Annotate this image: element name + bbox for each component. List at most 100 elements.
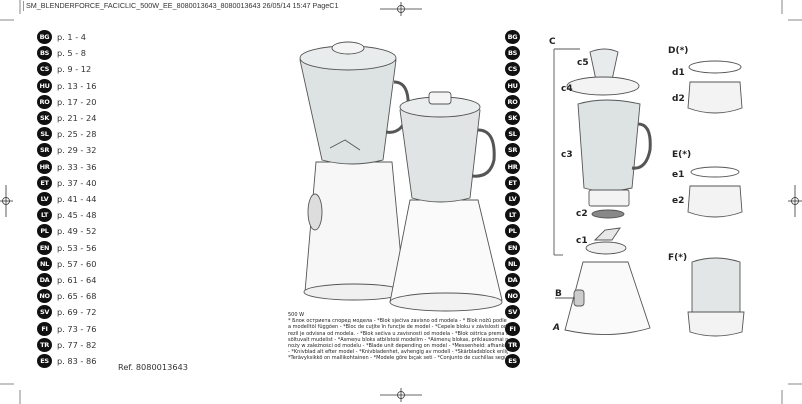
language-badge-bs: BS — [505, 46, 520, 61]
language-badge-da: DA — [505, 273, 520, 287]
language-badge-sv: SV — [505, 305, 520, 320]
part-label-d1: d1 — [672, 68, 685, 78]
page-range: p. 37 - 40 — [57, 177, 97, 188]
language-entry-da: DA p. 61 - 64 — [37, 273, 96, 287]
page-range: p. 49 - 52 — [57, 226, 97, 237]
language-badge: CS — [37, 62, 52, 77]
language-badge: LT — [505, 208, 520, 223]
page-range: p. 41 - 44 — [57, 194, 97, 204]
page-range: p. 53 - 56 — [57, 242, 97, 253]
registration-mark-left — [0, 185, 13, 217]
language-badge-bg: BG — [505, 30, 520, 44]
language-badge: PL — [37, 224, 52, 239]
page-range: p. 61 - 64 — [57, 275, 97, 285]
part-label-e1: e1 — [672, 170, 685, 180]
language-badge-tr: TR — [505, 337, 520, 352]
language-badge: EN — [37, 240, 52, 255]
language-badge: SK — [505, 111, 520, 125]
language-entry-sk: SK p. 21 - 24 — [37, 111, 96, 125]
part-label-B: B — [555, 289, 562, 299]
part-label-c3: c3 — [561, 150, 573, 160]
part-label-D: D(*) — [668, 46, 689, 56]
language-badge: DA — [37, 273, 52, 287]
language-badge-hu: HU — [505, 78, 520, 93]
page-range: p. 29 - 32 — [57, 145, 97, 156]
language-entry-et: ET p. 37 - 40 — [37, 175, 97, 190]
language-badge: SR — [505, 143, 520, 158]
language-badge: SK — [37, 111, 52, 125]
note-line: *Terävyksikkö on mallikohtainen - *Model… — [288, 355, 508, 362]
page-range: p. 73 - 76 — [57, 323, 97, 334]
language-badge-lt: LT — [505, 208, 520, 223]
note-line: * Блок остриета според модела - *Blok sj… — [288, 318, 508, 325]
page-range: p. 13 - 16 — [57, 80, 97, 91]
part-label-C: C — [549, 37, 556, 47]
language-badge: CS — [505, 62, 520, 77]
registration-mark-right — [788, 185, 802, 217]
language-badge-lv: LV — [505, 192, 520, 206]
page-range: p. 5 - 8 — [57, 48, 86, 59]
language-badge-hr: HR — [505, 159, 520, 174]
language-badge: ES — [505, 354, 520, 368]
language-entry-en: EN p. 53 - 56 — [37, 240, 97, 255]
reference-number: Ref. 8080013643 — [118, 362, 188, 372]
language-entry-bg: BG p. 1 - 4 — [37, 30, 86, 44]
language-badge: SL — [505, 127, 520, 142]
part-label-e2: e2 — [672, 196, 685, 206]
blender-illustration-front — [389, 91, 503, 312]
page-range: p. 69 - 72 — [57, 307, 97, 318]
language-badge: SR — [37, 143, 52, 158]
page-range: p. 45 - 48 — [57, 210, 97, 221]
part-label-A: A — [553, 323, 560, 333]
note-line: noży w zależności od modelu - *Blade uni… — [288, 343, 508, 350]
language-badge-pl: PL — [505, 224, 520, 239]
language-badge: NO — [37, 289, 52, 304]
language-badge: BS — [37, 46, 52, 61]
language-badge: NL — [505, 256, 520, 271]
language-badge: ET — [37, 175, 52, 190]
page-range: p. 9 - 12 — [57, 64, 92, 75]
language-badge-nl: NL — [505, 256, 520, 271]
language-badge-sr: SR — [505, 143, 520, 158]
language-badge: SV — [37, 305, 52, 320]
language-badge: ES — [37, 354, 52, 368]
language-entry-cs: CS p. 9 - 12 — [37, 62, 92, 77]
language-badge: FI — [505, 321, 520, 336]
print-header: SM_BLENDERFORCE_FACICLIC_500W_EE_8080013… — [23, 1, 338, 11]
language-badge: BS — [505, 46, 520, 61]
note-line: - *Knivblad alt efter model - *Knivblade… — [288, 349, 508, 356]
language-badge: SV — [505, 305, 520, 320]
blade-unit-note: 500 W * Блок остриета според модела - *B… — [288, 312, 508, 362]
note-line: a modelltől függően - *Bloc de cuţite în… — [288, 324, 508, 331]
language-badge: HR — [37, 159, 52, 174]
registration-mark-bottom — [380, 388, 422, 402]
language-badge: RO — [37, 94, 52, 109]
page-range: p. 25 - 28 — [57, 129, 97, 140]
language-badge: HU — [505, 78, 520, 93]
exploded-view-diagram — [553, 48, 745, 337]
page-range: p. 1 - 4 — [57, 32, 86, 42]
language-badge-cs: CS — [505, 62, 520, 77]
language-badge: BG — [37, 30, 52, 44]
part-label-d2: d2 — [672, 94, 685, 104]
language-badge: LT — [37, 208, 52, 223]
language-badge: HU — [37, 78, 52, 93]
page-range: p. 21 - 24 — [57, 113, 97, 123]
language-badge: TR — [37, 337, 52, 352]
part-label-c4: c4 — [561, 84, 573, 94]
page-range: p. 57 - 60 — [57, 258, 97, 269]
registration-mark-top — [380, 2, 422, 16]
note-line: sõltuvalt mudelist - *Asmeņu bloks atbil… — [288, 336, 508, 343]
language-badge-sl: SL — [505, 127, 520, 142]
part-label-c5: c5 — [577, 58, 589, 68]
part-label-c2: c2 — [576, 209, 588, 219]
language-badge-fi: FI — [505, 321, 520, 336]
